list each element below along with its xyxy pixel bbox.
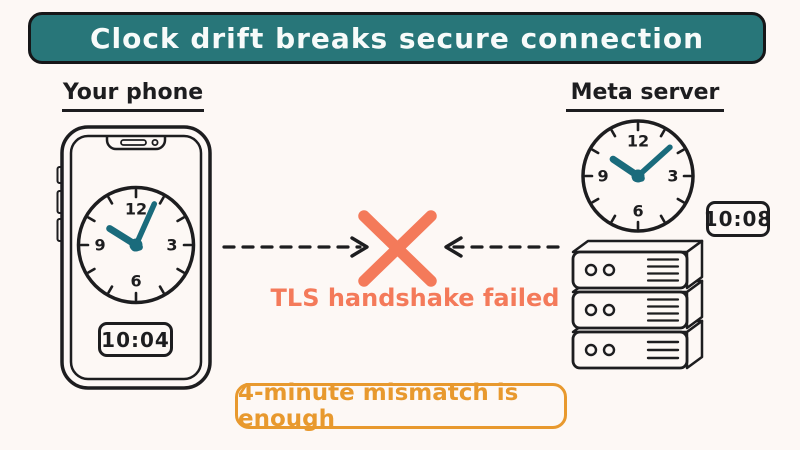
- phone-time-text: 10:04: [101, 327, 170, 352]
- clock-numeral-3: 3: [667, 167, 678, 186]
- phone-clock-center-dot: [129, 238, 143, 252]
- phone-notch: [105, 137, 167, 151]
- left-dashed-arrow: [222, 236, 369, 258]
- phone-illustration: 12 3 6 9: [56, 125, 212, 390]
- phone-camera-dot: [151, 138, 159, 146]
- right-dashed-arrow: [444, 236, 560, 258]
- clock-numeral-9: 9: [597, 167, 608, 186]
- phone-clock: 12 3 6 9: [76, 185, 196, 305]
- clock-numeral-9: 9: [94, 236, 105, 255]
- server-clock-ticks: [584, 122, 692, 230]
- server-illustration: 12 3 6 9: [571, 119, 704, 370]
- clock-numeral-12: 12: [125, 200, 147, 219]
- tls-fail-x-icon: [358, 210, 437, 287]
- phone-screen: [69, 134, 203, 381]
- title-text: Clock drift breaks secure connection: [89, 21, 705, 55]
- tls-failed-text: TLS handshake failed: [270, 284, 560, 312]
- title-banner: Clock drift breaks secure connection: [28, 12, 766, 64]
- server-time-badge: 10:08: [703, 201, 773, 237]
- server-time-text: 10:08: [703, 207, 773, 231]
- phone-time-badge: 10:04: [98, 322, 173, 357]
- server-stack: [571, 239, 704, 370]
- server-slab: [571, 239, 704, 290]
- server-label: Meta server: [566, 80, 724, 112]
- clock-numeral-12: 12: [627, 132, 649, 151]
- note-box: 4-minute mismatch is enough: [235, 380, 567, 432]
- phone-clock-ticks: [79, 188, 193, 302]
- server-label-text: Meta server: [570, 80, 720, 105]
- clock-numeral-6: 6: [632, 202, 643, 221]
- note-text: 4-minute mismatch is enough: [238, 380, 519, 432]
- phone-label-text: Your phone: [62, 80, 204, 105]
- server-clock: 12 3 6 9: [581, 119, 695, 233]
- server-clock-center-dot: [631, 169, 645, 183]
- clock-numeral-3: 3: [166, 236, 177, 255]
- phone-label: Your phone: [62, 80, 204, 112]
- clock-numeral-6: 6: [130, 272, 141, 291]
- phone-speaker: [120, 139, 147, 146]
